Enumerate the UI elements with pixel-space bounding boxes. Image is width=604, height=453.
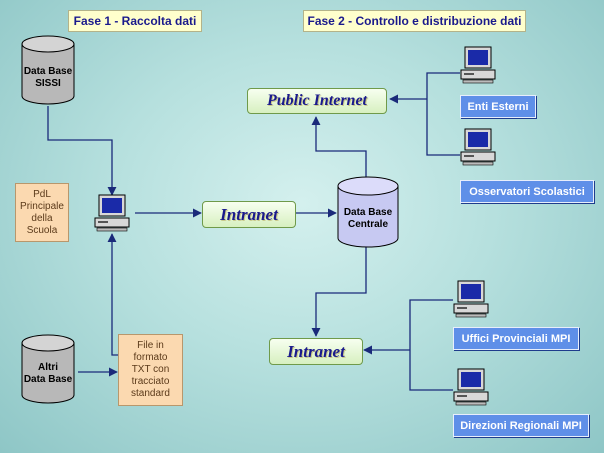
arrow-dest-to-public: [390, 72, 460, 156]
database-icon: [337, 176, 399, 248]
arrow-sissi-to-pc: [47, 106, 117, 196]
computer-icon: [460, 128, 496, 166]
db-sissi-line1: Data Base: [23, 66, 73, 77]
uffici-label: Uffici Provinciali MPI: [453, 327, 579, 350]
db-sissi-line2: SISSI: [35, 78, 61, 89]
file-line1: File in: [137, 340, 164, 351]
db-sissi-label: Data Base SISSI: [22, 66, 74, 90]
db-centrale-label: Data Base Centrale: [338, 207, 398, 231]
db-centrale-line2: Centrale: [347, 219, 388, 230]
intranet-box-1: Intranet: [202, 201, 296, 228]
file-note: File in formato TXT con tracciato standa…: [118, 334, 183, 406]
arrow-db-to-intranet2: [311, 245, 367, 337]
public-internet-box: Public Internet: [247, 88, 387, 114]
computer-icon: [94, 194, 130, 232]
pdl-line3: della: [31, 212, 53, 224]
db-altri-line1: Altri: [38, 362, 58, 373]
osservatori-label: Osservatori Scolastici: [460, 180, 594, 203]
db-altri-line2: Data Base: [23, 374, 73, 385]
computer-icon: [453, 368, 489, 406]
phase-2-header: Fase 2 - Controllo e distribuzione dati: [303, 10, 526, 32]
enti-esterni-label: Enti Esterni: [460, 95, 536, 118]
computer-icon: [453, 280, 489, 318]
db-altri-label: Altri Data Base: [22, 362, 74, 386]
computer-icon: [460, 46, 496, 84]
phase-1-header: Fase 1 - Raccolta dati: [68, 10, 202, 32]
arrow-db-to-public: [311, 116, 367, 178]
file-line4: tracciato: [131, 376, 170, 387]
file-line3: TXT con: [131, 364, 170, 375]
arrow-file-to-pc: [107, 233, 118, 356]
file-line5: standard: [131, 388, 170, 399]
file-line2: formato: [133, 352, 168, 363]
pdl-note: PdL Principale della Scuola: [15, 183, 69, 242]
intranet-box-2: Intranet: [269, 338, 363, 365]
database-icon: [21, 35, 75, 105]
direzioni-label: Direzioni Regionali MPI: [453, 414, 589, 437]
db-centrale-line1: Data Base: [343, 207, 393, 218]
pdl-line4: Scuola: [26, 224, 58, 236]
pdl-line2: Principale: [20, 200, 64, 212]
pdl-line1: PdL: [33, 188, 51, 200]
arrow-dest-to-intranet2: [364, 299, 453, 391]
database-icon: [21, 334, 75, 404]
